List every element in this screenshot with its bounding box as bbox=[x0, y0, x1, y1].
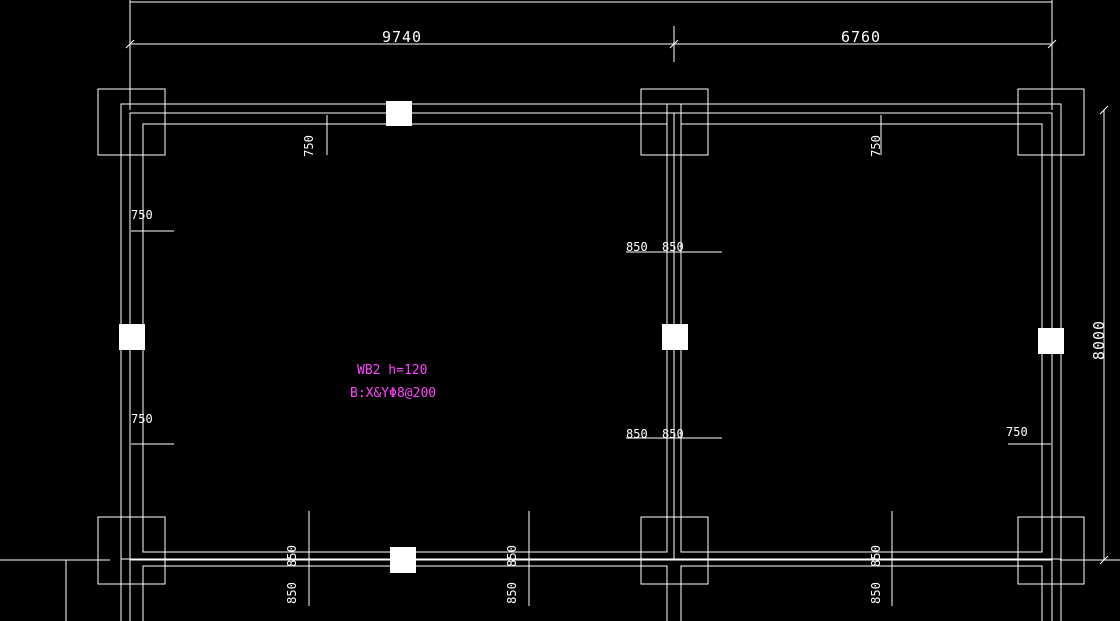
rebar-mark-right-lower: 750 bbox=[1006, 425, 1028, 439]
opening-bottom bbox=[390, 547, 416, 573]
rebar-mark-top-right: 750 bbox=[869, 135, 883, 157]
openings bbox=[119, 101, 1064, 573]
dim-tick-left bbox=[125, 39, 135, 49]
slab-rebar-label: B:X&YΦ8@200 bbox=[350, 386, 436, 401]
dim-tick-right-top bbox=[1099, 105, 1109, 115]
beam-outline-outer bbox=[120, 103, 1062, 621]
rebar-mark-left-upper: 750 bbox=[131, 208, 153, 222]
opening-right bbox=[1038, 328, 1064, 354]
column-top-mid bbox=[640, 88, 709, 156]
rebar-mark-mid-upper-a: 850 bbox=[626, 240, 648, 254]
dim-span-right: 6760 bbox=[841, 28, 881, 46]
beam-centerline bbox=[129, 112, 1053, 621]
dim-tick-mid bbox=[669, 39, 679, 49]
column-top-left bbox=[97, 88, 166, 156]
rebar-mark-top-left: 750 bbox=[302, 135, 316, 157]
rebar-mark-bottom-2a: 850 bbox=[505, 545, 519, 567]
dim-tick-right bbox=[1047, 39, 1057, 49]
rebar-mark-mid-upper-b: 850 bbox=[662, 240, 684, 254]
opening-top bbox=[386, 101, 412, 126]
rebar-mark-mid-lower-b: 850 bbox=[662, 427, 684, 441]
column-top-right bbox=[1017, 88, 1085, 156]
rebar-mark-bottom-3b: 850 bbox=[869, 582, 883, 604]
rebar-mark-bottom-1a: 850 bbox=[285, 545, 299, 567]
opening-mid bbox=[662, 324, 688, 350]
rebar-mark-mid-lower-a: 850 bbox=[626, 427, 648, 441]
rebar-mark-bottom-3a: 850 bbox=[869, 545, 883, 567]
column-bottom-left bbox=[97, 516, 166, 585]
column-bottom-right bbox=[1017, 516, 1085, 585]
rebar-mark-bottom-2b: 850 bbox=[505, 582, 519, 604]
slab-name-label: WB2 h=120 bbox=[357, 363, 427, 378]
rebar-mark-left-lower: 750 bbox=[131, 412, 153, 426]
column-bottom-mid bbox=[640, 516, 709, 585]
bottom-bay-right-outline bbox=[680, 565, 1043, 621]
rebar-mark-bottom-1b: 850 bbox=[285, 582, 299, 604]
opening-left bbox=[119, 324, 145, 350]
dim-span-left: 9740 bbox=[382, 28, 422, 46]
bay-right-inner-outline bbox=[680, 123, 1043, 553]
bottom-bay-left-outline bbox=[142, 565, 668, 621]
bay-left-inner-outline bbox=[142, 123, 668, 553]
dim-height-right: 8000 bbox=[1090, 320, 1108, 360]
